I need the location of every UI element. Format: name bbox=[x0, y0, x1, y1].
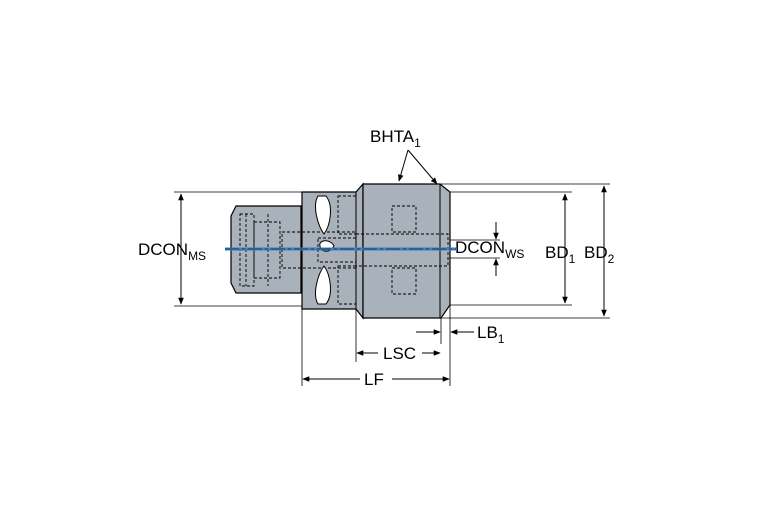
flange bbox=[301, 182, 364, 320]
dcon-ms-label: DCONMS bbox=[138, 240, 206, 263]
dcon-ws-label: DCONWS bbox=[455, 238, 524, 261]
bd2-label: BD2 bbox=[584, 243, 615, 266]
lsc-label: LSC bbox=[383, 344, 416, 363]
bd1-label: BD1 bbox=[545, 243, 576, 266]
lb1-label: LB1 bbox=[477, 323, 505, 346]
bhta-label: BHTA1 bbox=[370, 127, 421, 150]
coolant-tubes bbox=[315, 195, 335, 305]
head bbox=[362, 183, 451, 319]
extension-lines bbox=[174, 183, 610, 386]
bhta-callout bbox=[398, 149, 438, 185]
lf-label: LF bbox=[364, 370, 384, 389]
tool-body bbox=[230, 182, 451, 320]
